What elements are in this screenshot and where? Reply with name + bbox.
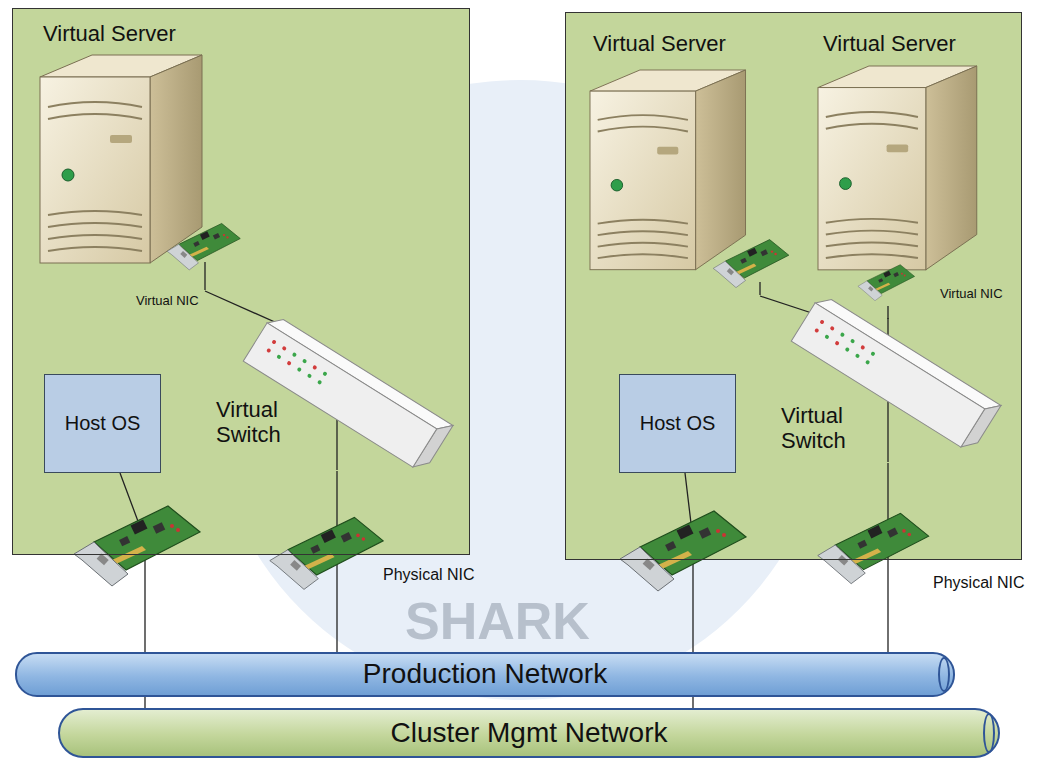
nic-icon [270,517,383,589]
nic-icon [818,513,929,583]
component-label: Virtual NIC [940,287,1003,302]
network-band: Cluster Mgmt Network [58,708,1000,758]
component-label: Physical NIC [933,574,1025,592]
pipe-end [983,713,995,753]
node-label: Host OS [65,412,141,435]
nic-icon [167,223,240,269]
node-label: Virtual Server [823,31,997,56]
nic-icon [620,511,746,591]
node-label: Virtual Server [593,31,799,56]
nic-icon [74,506,200,586]
node-label: Virtual Switch [781,403,871,454]
node-label: Production Network [363,658,607,690]
node-label: Virtual Server [43,21,247,46]
server-icon [818,66,977,270]
network-band: Production Network [15,652,955,697]
switch-icon [243,313,453,473]
nic-icon [713,240,789,288]
virtual-server: Virtual Server [819,31,997,306]
node-label: Virtual Switch [216,397,306,448]
host-os-box: Host OS [44,374,161,473]
host-machine: Virtual Server Virtual ServerHost OS Virtu… [565,12,1022,560]
watermark: SHARK [405,592,590,652]
component-label: Physical NIC [383,566,475,584]
server-icon [590,70,746,270]
component-label: Virtual NIC [136,294,199,309]
virtual-switch: Virtual Switch [776,319,991,463]
node-label: Host OS [640,412,716,435]
host-fill [565,12,1022,560]
virtual-switch: Virtual Switch [211,331,433,471]
server-icon [40,55,202,263]
virtual-server: Virtual Server [39,21,247,291]
host-os-box: Host OS [619,374,736,473]
host-machine: Virtual ServerHost OS Virtual Switch [12,8,470,555]
network-link [887,306,888,319]
nic-icon [858,265,915,301]
host-fill [12,8,470,555]
pipe-end [938,657,950,692]
node-label: Cluster Mgmt Network [391,717,668,749]
virtual-server: Virtual Server [589,31,799,296]
